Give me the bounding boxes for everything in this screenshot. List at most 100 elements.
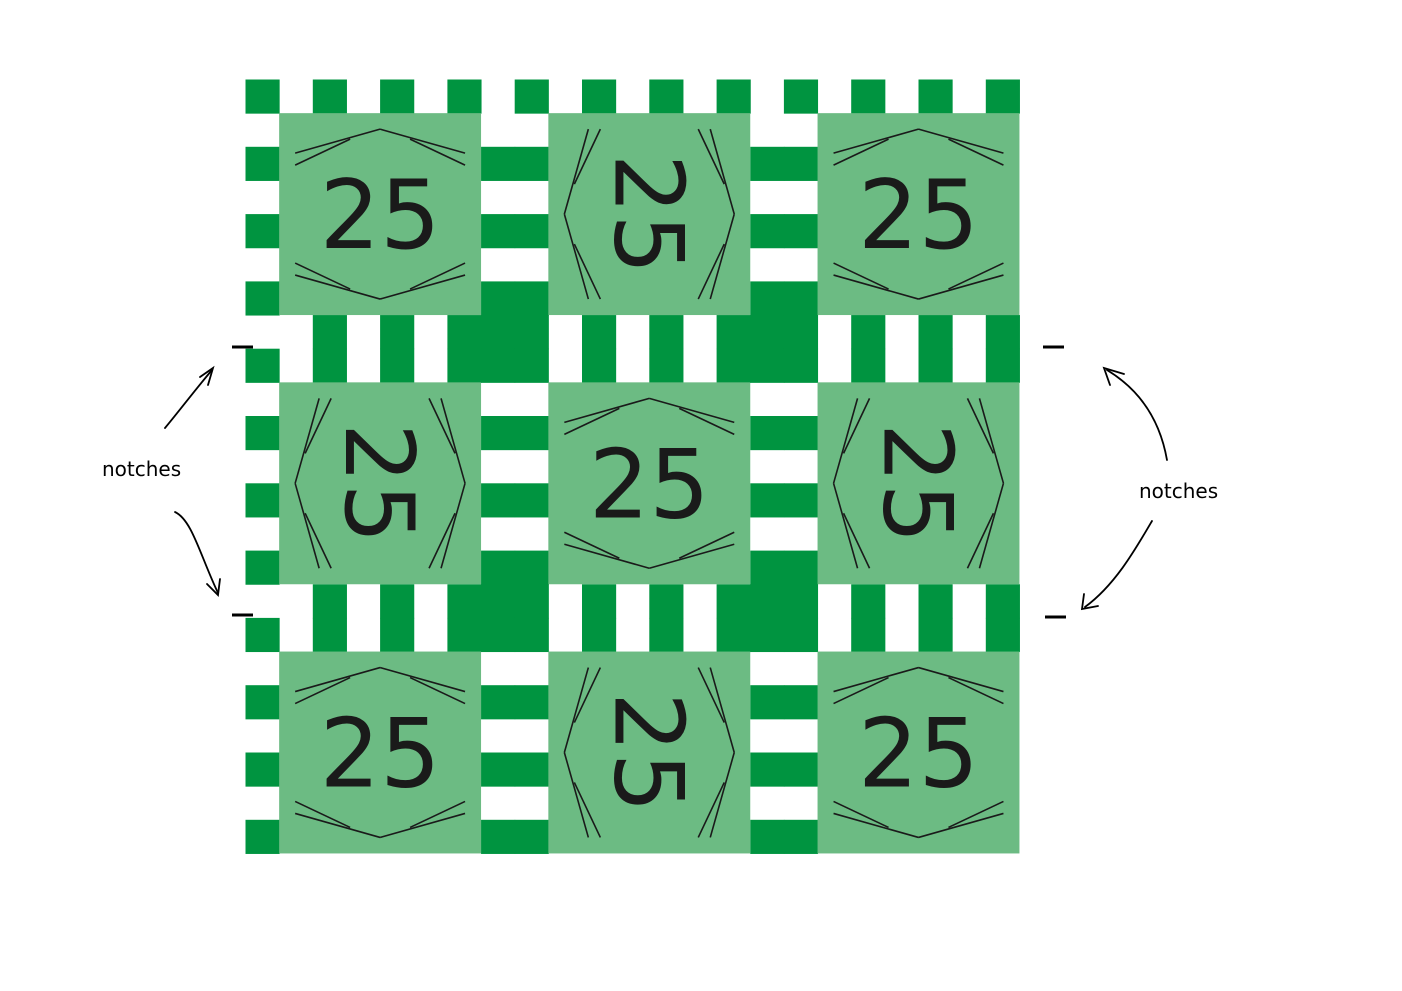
perforation-cell [851, 348, 886, 383]
perforation-cell [481, 584, 516, 619]
stamp-chevron-line [697, 128, 725, 185]
stamp-tile-content: 25 [833, 128, 1004, 300]
stamp-chevron-line [294, 676, 351, 705]
stamp-tile-background [817, 651, 1020, 854]
perforation-cell [750, 214, 785, 249]
stamp-chevron-line [709, 213, 736, 300]
stamp-chevron-line [842, 398, 871, 454]
perforation-cell [514, 550, 549, 585]
perforation-cell [985, 617, 1020, 653]
stamp-chevron-line [409, 800, 466, 829]
stamp-tile-background [817, 382, 1020, 585]
stamp-chevron-line [833, 812, 919, 839]
stamp-chevron-line [978, 398, 1005, 484]
stamp-chevron-line [709, 667, 736, 753]
perforation-cell [514, 146, 549, 181]
perforation-cell [750, 752, 785, 787]
arrow-left-upper [164, 369, 213, 429]
stamp-tile-content: 25 [563, 128, 736, 300]
perforation-cell [514, 752, 549, 787]
perforation-cell [716, 348, 751, 383]
perforation-cell [716, 584, 751, 619]
perforation-cell [582, 617, 617, 653]
perforation-cell [985, 315, 1020, 350]
stamp-value: 25 [320, 161, 441, 271]
perforation-cell [481, 617, 516, 653]
stamp-chevron-line [709, 128, 736, 215]
stamp-tile-content: 25 [294, 666, 466, 839]
stamp-chevron-line [564, 531, 620, 559]
perforation-cell [783, 819, 819, 854]
perforation-cell [582, 584, 617, 619]
stamp-chevron-line [573, 782, 602, 838]
stamp-chevron-line [379, 128, 466, 154]
perforation-cell [514, 79, 549, 114]
stamp-chevron-line [833, 128, 919, 154]
perforation-cell [245, 752, 280, 787]
perforation-cell [750, 281, 785, 316]
stamp-tile: 25 [279, 113, 482, 316]
perforation-cell [481, 315, 516, 350]
perforation-cell [783, 617, 819, 653]
perforation-cell [380, 348, 415, 383]
perforation-cell [750, 348, 785, 383]
perforation-cell [649, 348, 684, 383]
perforation-cell [649, 315, 684, 350]
perforation-cell [380, 584, 415, 619]
stamp-tile-content: 25 [563, 667, 736, 838]
arrow-right-lower [1084, 520, 1153, 608]
arrow-head-left-lower [206, 578, 221, 597]
notches-label-right: notches [1139, 479, 1218, 503]
stamp-value: 25 [592, 692, 702, 813]
stamp-value: 25 [858, 161, 979, 271]
perforation-cell [245, 617, 280, 653]
stamp-chevron-line [697, 243, 725, 300]
stamp-chevron-line [304, 398, 332, 454]
perforation-cell [750, 819, 785, 854]
stamp-chevron-line [428, 398, 456, 454]
stamp-chevron-line [842, 512, 871, 569]
perforation-cell [649, 584, 684, 619]
stamp-chevron-line [409, 676, 466, 705]
perforation-cell [851, 584, 886, 619]
perforation-cell [481, 146, 516, 181]
stamp-chevron-line [573, 128, 602, 185]
perforation-cell [245, 483, 280, 518]
perforation-cell [481, 685, 516, 720]
perforation-cell [245, 348, 280, 383]
stamp-tile-content: 25 [294, 128, 466, 300]
perforation-cell [245, 146, 280, 181]
perforation-cell [514, 416, 549, 451]
stamp-value: 25 [320, 700, 441, 810]
arrow-head-right-lower [1080, 593, 1099, 611]
perforation-cell [918, 584, 953, 619]
stamp-chevron-line [563, 213, 590, 300]
stamp-chevron-line [649, 543, 735, 570]
perforation-cell [716, 617, 751, 653]
perforation-cell [312, 79, 347, 114]
perforation-cell [481, 819, 516, 854]
stamp-chevron-line [294, 128, 381, 154]
perforation-cell [380, 79, 415, 114]
stamp-chevron-line [948, 138, 1004, 166]
perforation-cell [481, 281, 516, 316]
stamp-tile: 25 [548, 113, 751, 316]
notches-label-left: notches [102, 457, 181, 481]
stamp-chevron-line [649, 397, 735, 424]
perforation-cell [716, 79, 751, 114]
stamp-tile-content: 25 [564, 397, 735, 570]
perforation-cell [918, 315, 953, 350]
stamp-chevron-line [294, 483, 320, 569]
stamp-chevron-line [304, 512, 332, 569]
stamp-chevron-line [918, 666, 1004, 693]
stamp-chevron-line [678, 407, 735, 436]
perforation-cell [918, 79, 953, 114]
perforation-cell [245, 819, 280, 854]
stamp-chevron-line [918, 128, 1004, 154]
arrow-head-left-upper [199, 365, 215, 386]
perforation-cell [312, 348, 347, 383]
perforation-cell [851, 315, 886, 350]
perforation-cell [750, 617, 785, 653]
stamp-chevron-line [697, 782, 725, 838]
perforation-cell [514, 214, 549, 249]
